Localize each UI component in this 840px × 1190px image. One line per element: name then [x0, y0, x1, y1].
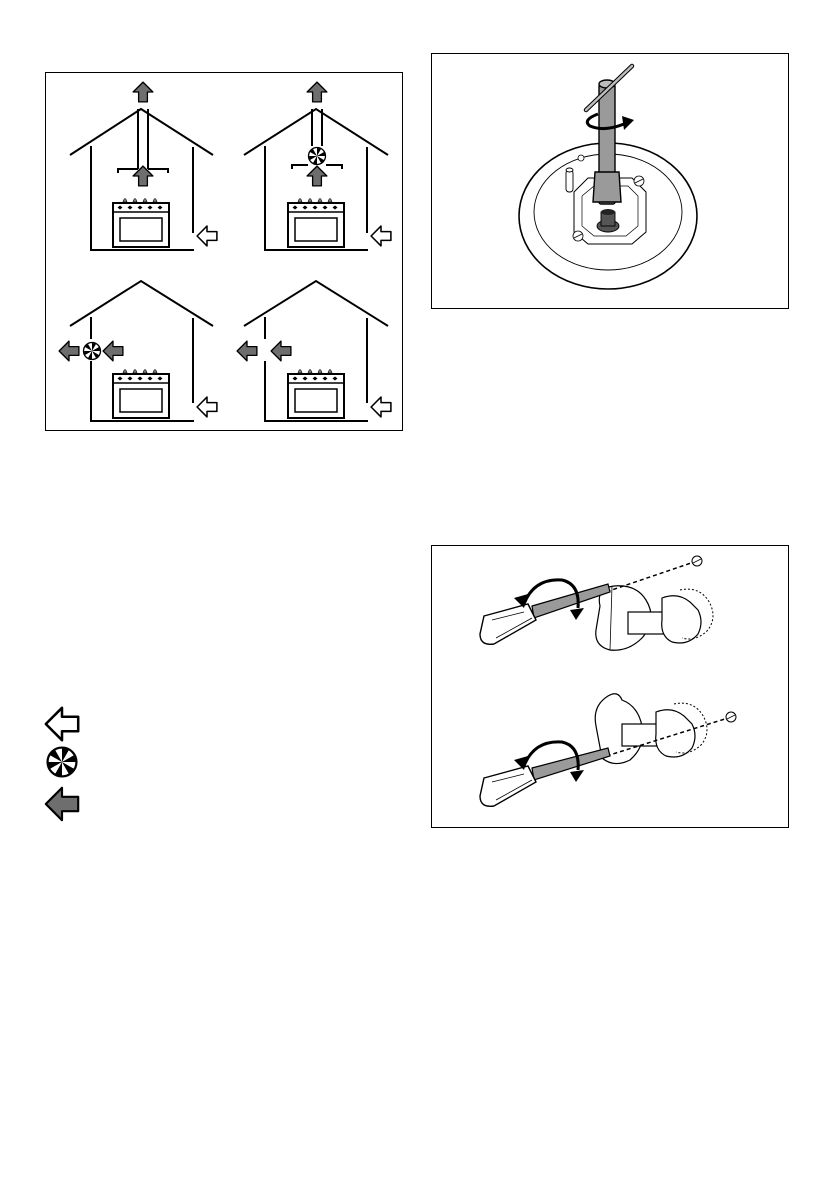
oven-icon [113, 370, 169, 419]
fan-icon [309, 148, 326, 165]
exhaust-arrow-icon [307, 166, 327, 186]
exhaust-arrow-icon [103, 341, 123, 361]
oven-icon [113, 199, 169, 248]
ventilation-diagram [45, 72, 403, 431]
bypass-screw-icon [692, 556, 702, 566]
legend [44, 704, 104, 824]
air-inlet-arrow-icon [371, 226, 391, 246]
exhaust-arrow-icon [271, 341, 291, 361]
oven-icon [288, 370, 344, 419]
screwdriver-icon [480, 584, 610, 644]
gas-tap-icon [596, 586, 713, 650]
burner-injector-diagram [431, 53, 789, 309]
air-inlet-arrow-icon [371, 397, 391, 417]
exhaust-arrow-icon [133, 82, 153, 102]
exhaust-arrow-icon [307, 82, 327, 102]
gas-tap-icon [595, 694, 707, 764]
fan-icon [84, 343, 101, 360]
air-inlet-arrow-icon [46, 708, 78, 740]
air-inlet-arrow-icon [197, 226, 217, 246]
exhaust-arrow-icon [237, 341, 257, 361]
exhaust-arrow-icon [59, 341, 79, 361]
exhaust-arrow-icon [46, 788, 78, 820]
oven-icon [288, 199, 344, 248]
bypass-screw-icon [726, 712, 736, 722]
fan-icon [48, 748, 77, 777]
tap-adjustment-diagram [431, 545, 789, 828]
screwdriver-icon [480, 748, 610, 806]
air-inlet-arrow-icon [197, 397, 217, 417]
